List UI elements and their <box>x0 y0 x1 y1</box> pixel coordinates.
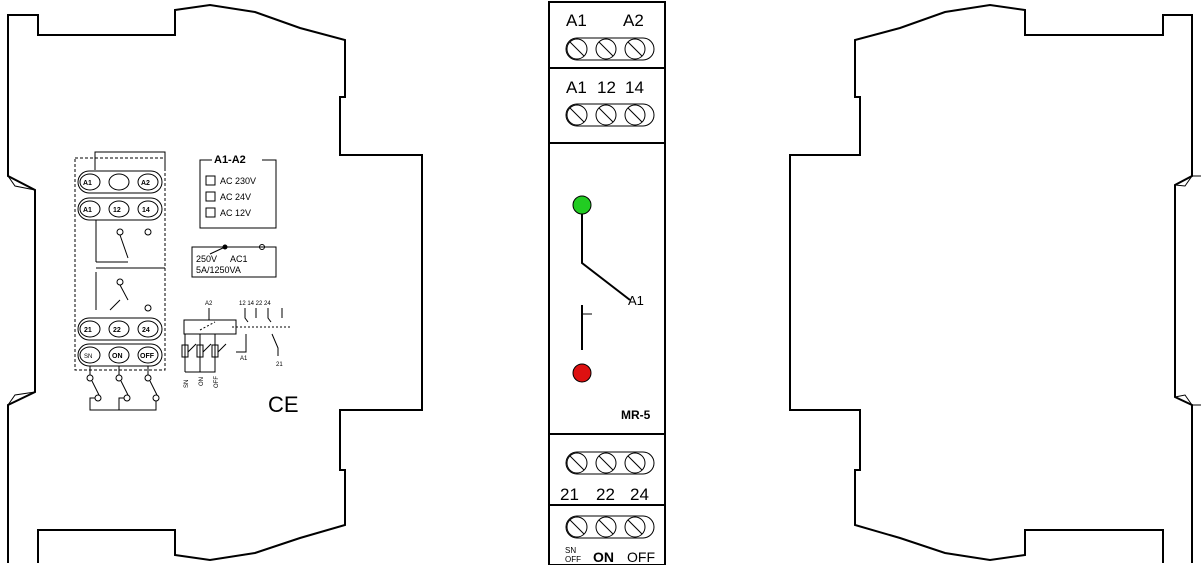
side-terminal-24-label: 24 <box>142 327 150 334</box>
side-terminal-21-label: 21 <box>84 327 92 334</box>
voltage-option-checkbox-2 <box>205 191 216 202</box>
side-terminal-12-label: 12 <box>113 207 121 214</box>
right-housing-side-view <box>789 3 1201 563</box>
voltage-header: A1-A2 <box>214 154 246 166</box>
side-terminal-a1 <box>79 173 101 191</box>
front-terminal-24-label: 24 <box>630 485 649 504</box>
schematic-off-label: OFF <box>214 376 220 388</box>
side-terminal-sn-label: SN <box>84 354 92 360</box>
side-terminal-a2 <box>137 173 159 191</box>
schematic-a1-label: A1 <box>240 356 248 362</box>
side-contact-symbol-1 <box>95 220 165 269</box>
led-green <box>572 195 592 215</box>
front-terminal-22-label: 22 <box>596 485 615 504</box>
front-terminal-sn-label-bottom: OFF <box>565 555 581 564</box>
front-terminal-a1b-label: A1 <box>566 78 587 97</box>
rating-box <box>191 246 277 278</box>
front-view-relay: A1 A2 A1 12 14 A1 MR-5 <box>548 1 666 565</box>
side-terminal-empty <box>108 173 130 191</box>
voltage-option-3: AC 12V <box>220 208 251 218</box>
led-red <box>572 363 592 383</box>
rating-ac: AC1 <box>230 254 248 264</box>
voltage-option-2: AC 24V <box>220 192 251 202</box>
front-screw-row-4 <box>565 515 655 539</box>
schematic-21-label: 21 <box>276 362 283 368</box>
side-terminal-a1-label: A1 <box>83 180 92 187</box>
side-terminal-a2-label: A2 <box>141 180 150 187</box>
schematic-on-label: ON <box>199 377 205 386</box>
front-terminal-21-label: 21 <box>560 485 579 504</box>
front-terminal-sn-label-top: SN <box>565 546 576 555</box>
schematic-a2-label: A2 <box>205 301 213 307</box>
schematic-sn-label: SN <box>184 380 190 388</box>
side-terminal-off-label: OFF <box>140 353 155 360</box>
front-screw-row-1 <box>565 37 655 61</box>
side-terminal-a1b-label: A1 <box>83 207 92 214</box>
front-terminal-12-label: 12 <box>597 78 616 97</box>
side-terminal-22-label: 22 <box>113 327 121 334</box>
front-contact-label: A1 <box>628 293 644 308</box>
side-terminal-14-label: 14 <box>142 207 150 214</box>
ce-mark: CE <box>268 392 299 417</box>
voltage-option-checkbox-1 <box>205 175 216 186</box>
front-screw-row-2 <box>565 103 655 127</box>
rating-line-2: 5A/1250VA <box>196 265 241 275</box>
side-switch-symbols <box>86 366 160 411</box>
side-terminal-on-label: ON <box>112 353 123 360</box>
left-housing-side-view: A1 A2 A1 12 14 21 <box>7 3 423 563</box>
schematic-contacts-label: 12 14 22 24 <box>239 301 271 307</box>
front-screw-row-3 <box>565 451 655 475</box>
model-label: MR-5 <box>621 408 651 422</box>
side-contact-symbol-2 <box>95 272 152 312</box>
front-terminal-on-label: ON <box>593 549 614 565</box>
front-terminal-a1-label: A1 <box>566 11 587 30</box>
voltage-option-checkbox-3 <box>205 207 216 218</box>
front-terminal-a2-label: A2 <box>623 11 644 30</box>
front-terminal-off-label: OFF <box>627 549 655 565</box>
rating-line-1: 250V <box>196 254 217 264</box>
wiring-schematic: A2 12 14 22 24 A1 21 SN ON OFF <box>181 301 290 388</box>
front-terminal-14-label: 14 <box>625 78 644 97</box>
voltage-option-1: AC 230V <box>220 176 256 186</box>
